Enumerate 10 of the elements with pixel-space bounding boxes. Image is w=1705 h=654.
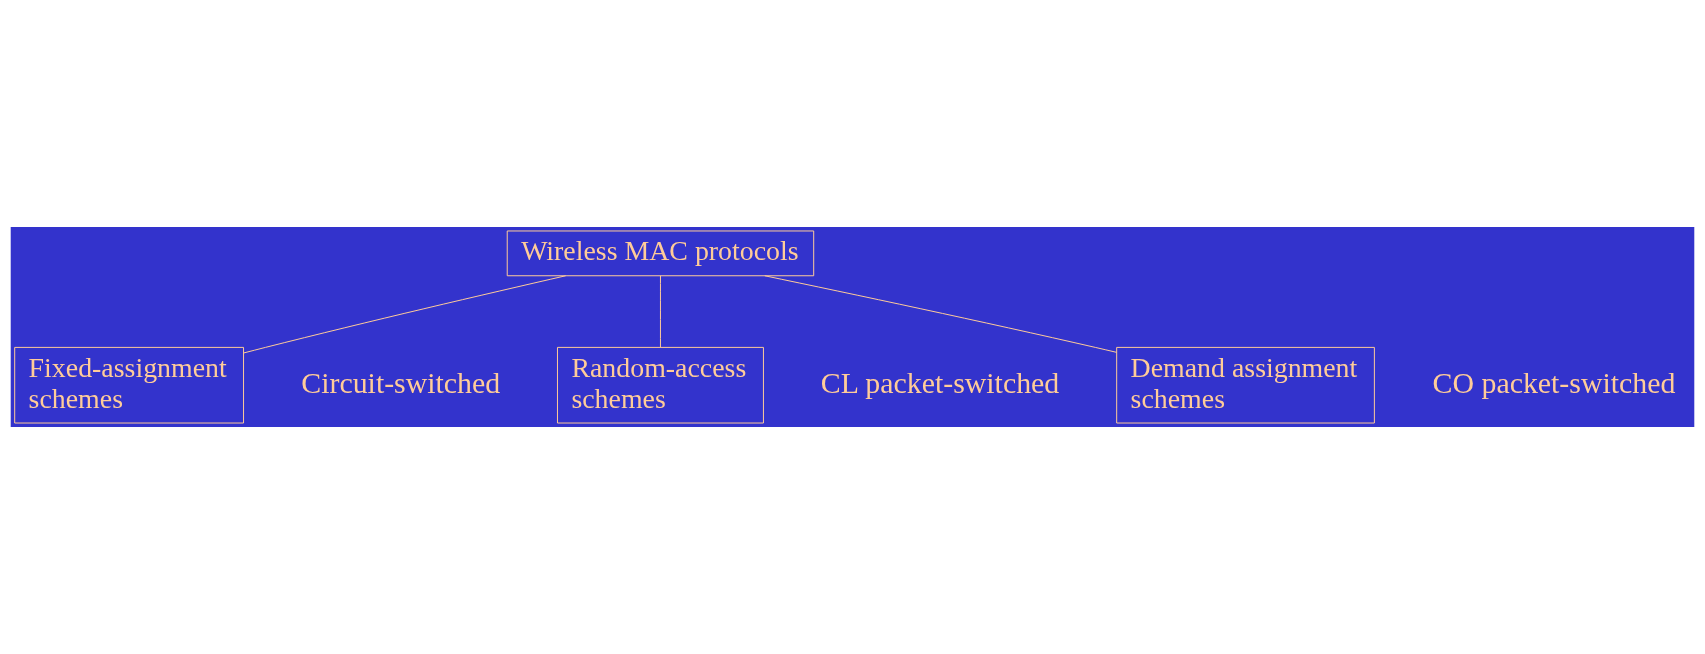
connector — [243, 275, 567, 354]
node-box: Fixed-assignment schemes — [14, 346, 245, 424]
node-box: Wireless MAC protocols — [506, 230, 815, 277]
connector — [659, 275, 661, 348]
node-label: CO packet-switched — [1432, 365, 1676, 399]
node-label: Circuit-switched — [301, 365, 501, 399]
node-box: Demand assignment schemes — [1116, 346, 1375, 424]
node-box: Random-access schemes — [557, 346, 764, 424]
node-label: CL packet-switched — [820, 365, 1060, 399]
connector — [764, 275, 1117, 353]
